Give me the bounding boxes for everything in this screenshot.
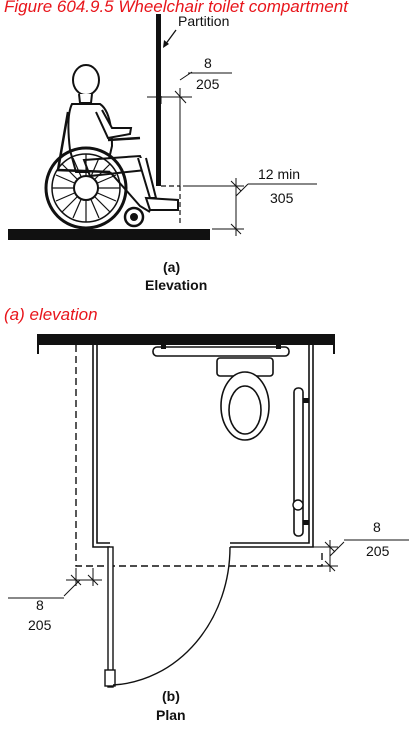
- toe-width-in: 8: [204, 55, 212, 71]
- toe-width-mm: 205: [196, 76, 220, 92]
- side-grab-bar: [293, 387, 304, 537]
- partition-arrow: [163, 40, 169, 48]
- plan-caption-letter: (b): [162, 688, 180, 704]
- door-leaf: [107, 546, 114, 688]
- toe-clearance-outline: [75, 345, 323, 567]
- right-dim-leader: [329, 541, 345, 557]
- back-wall: [38, 334, 334, 345]
- plan-left-mm: 205: [28, 617, 52, 633]
- figure-title: Figure 604.9.5 Wheelchair toilet compart…: [4, 0, 349, 16]
- wheelchair-user-figure: [44, 64, 179, 230]
- left-dim-leader: [63, 579, 81, 597]
- arm: [95, 109, 133, 140]
- plan-left-in: 8: [36, 597, 44, 613]
- elevation-caption-letter: (a): [163, 259, 180, 275]
- elevation-view: Partition 8 205 12 min 305: [8, 13, 317, 293]
- door-hinge: [104, 669, 116, 687]
- rear-wheel: [44, 146, 128, 230]
- plan-right-mm: 205: [366, 543, 390, 559]
- head: [72, 64, 100, 96]
- lower-leg: [137, 157, 158, 199]
- rear-grab-bar: [152, 346, 290, 357]
- toilet: [216, 357, 274, 441]
- left-partition: [92, 345, 110, 548]
- elevation-caption-name: Elevation: [145, 277, 207, 293]
- toe-height-mm: 305: [270, 190, 294, 206]
- plan-caption-name: Plan: [156, 707, 186, 723]
- partition: [156, 14, 161, 186]
- plan-view: 8 205 8 205 (b) Plan: [8, 334, 409, 723]
- toe-height-leader: [235, 183, 249, 197]
- toe-height-in: 12 min: [258, 166, 300, 182]
- partition-label: Partition: [178, 13, 229, 29]
- toe-height-tick-bottom: [230, 223, 242, 235]
- toe-height-tick-top: [230, 180, 242, 192]
- plan-right-in: 8: [373, 519, 381, 535]
- foot: [144, 196, 179, 211]
- section-label: (a) elevation: [4, 305, 98, 324]
- elevation-floor: [8, 229, 210, 240]
- door-swing-arc: [112, 546, 231, 686]
- toilet-seat-opening: [228, 385, 262, 435]
- caster-wheel: [123, 206, 145, 228]
